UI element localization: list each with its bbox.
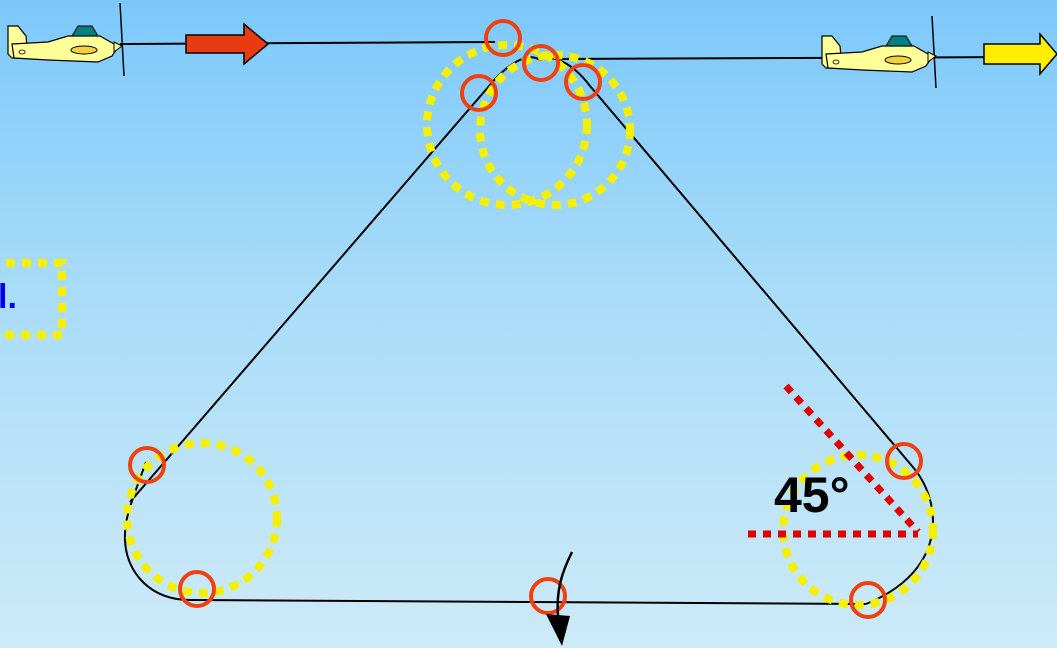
dotted-circle-bottom-left [123, 439, 281, 597]
dotted-circle-top-left [423, 41, 591, 209]
marker-circles [128, 19, 923, 619]
marker-right-turn-entry [885, 442, 923, 480]
right-arrow-icon [983, 31, 1057, 77]
marker-top-right [564, 63, 602, 101]
left-leg [129, 56, 591, 503]
exit-line [554, 56, 1031, 60]
marker-top-entry [484, 19, 522, 57]
dotted-box-label [0, 259, 66, 339]
right-arrow-icon [185, 22, 270, 66]
angle-guides [748, 383, 921, 538]
marker-top-left [460, 74, 498, 112]
marker-left-turn-entry [128, 446, 166, 484]
diagonal-guide [783, 383, 921, 535]
flight-path [119, 41, 1031, 605]
dotted-circle-top-right [476, 51, 634, 209]
bottom-leg [189, 599, 867, 605]
right-leg [589, 85, 913, 467]
airplane-icon [7, 25, 123, 63]
angle-label: 45° [774, 467, 850, 523]
marker-bottom-center [529, 577, 567, 615]
airplane-icon [821, 35, 937, 73]
propeller-exit [931, 15, 937, 89]
dotted-circle-bottom-right [779, 451, 937, 609]
side-label: l. [0, 278, 17, 316]
marker-left-turn-exit [178, 570, 216, 608]
curved-down-arrow-icon [546, 551, 574, 646]
propellers [119, 2, 937, 89]
marker-right-turn-exit [849, 581, 887, 619]
entry-line [119, 41, 496, 45]
propeller-entry [119, 2, 125, 77]
marker-top-apex [522, 44, 560, 82]
